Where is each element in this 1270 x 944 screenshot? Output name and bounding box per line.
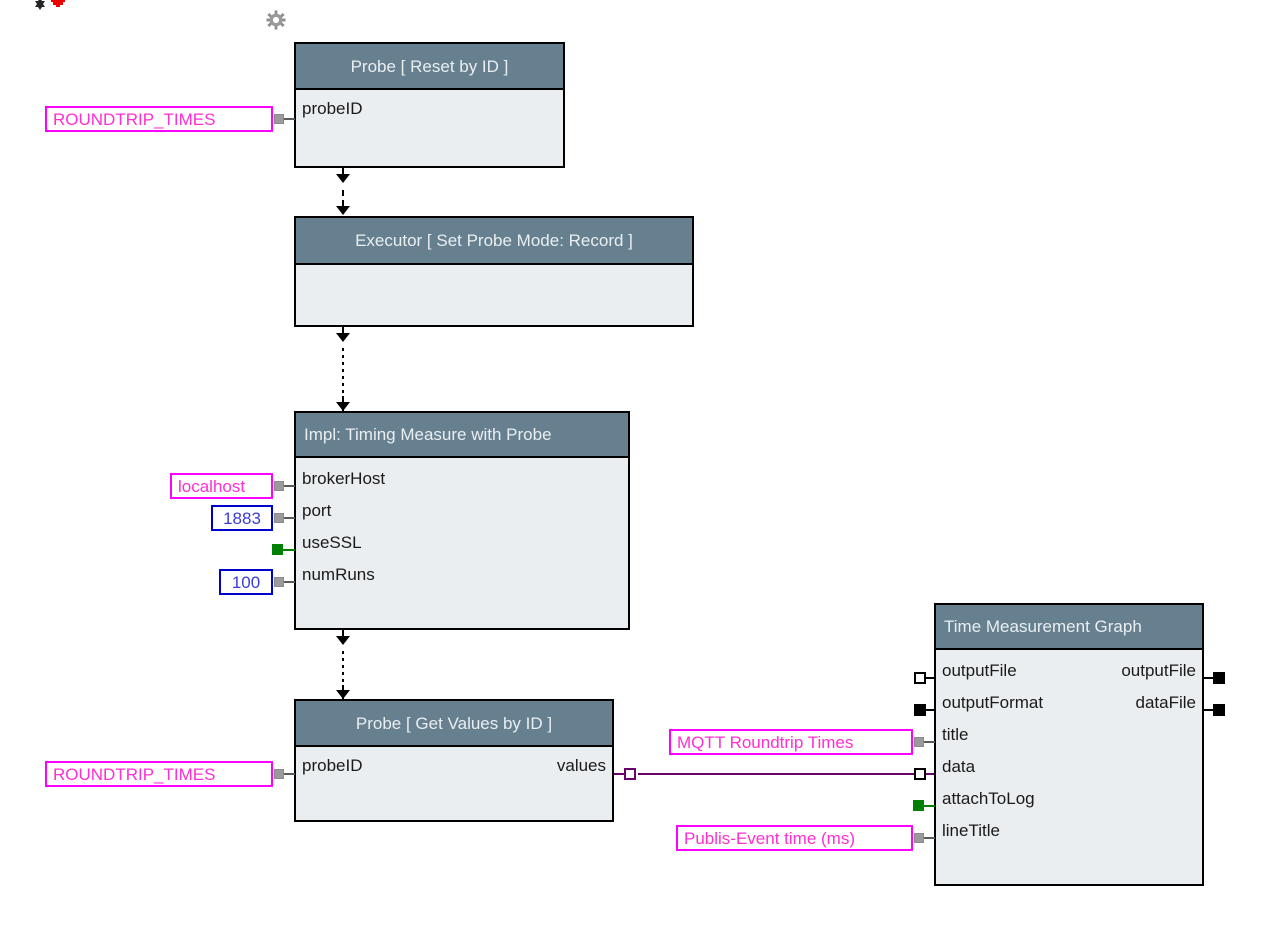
port-marker-outputFile-out[interactable] <box>1213 672 1225 684</box>
node-body-probe-get-values: probeID values <box>296 747 612 820</box>
port-stub-useSSL <box>283 549 295 551</box>
literal-probeID-reset[interactable]: ROUNDTRIP_TIMES <box>45 106 273 132</box>
port-stub-brokerHost <box>283 485 295 487</box>
port-stub-probeID-reset <box>283 118 295 120</box>
node-title-probe-get-values: Probe [ Get Values by ID ] <box>296 701 612 747</box>
node-title-probe-reset: Probe [ Reset by ID ] <box>296 44 563 90</box>
port-stub-outputFile-in <box>925 677 936 679</box>
node-time-measurement-graph[interactable]: Time Measurement Graph outputFile output… <box>934 603 1204 886</box>
port-row-data[interactable]: data <box>936 750 1202 782</box>
pin-icon[interactable] <box>33 0 47 13</box>
port-row-attachToLog[interactable]: attachToLog <box>936 782 1202 814</box>
literal-lineTitle[interactable]: Publis-Event time (ms) <box>676 825 913 851</box>
node-body-impl-timing: brokerHost port useSSL numRuns <box>296 458 628 628</box>
port-label-title: title <box>942 724 969 744</box>
literal-brokerHost[interactable]: localhost <box>170 473 273 499</box>
port-stub-dataFile-out <box>1204 709 1215 711</box>
literal-title[interactable]: MQTT Roundtrip Times <box>669 729 913 755</box>
flow-arrow-2a <box>336 333 350 342</box>
flow-arrow-3b <box>336 690 350 699</box>
port-stub-attachToLog <box>923 805 935 807</box>
flow-arrow-1b <box>336 206 350 215</box>
port-marker-data[interactable] <box>914 768 926 780</box>
port-stub-outputFormat <box>925 709 936 711</box>
port-marker-useSSL[interactable] <box>272 544 283 555</box>
node-body-executor <box>296 265 692 325</box>
literal-probeID-get[interactable]: ROUNDTRIP_TIMES <box>45 761 273 787</box>
port-row-outputFormat[interactable]: outputFormat dataFile <box>936 686 1202 718</box>
port-row-port[interactable]: port <box>296 494 628 526</box>
port-label-outputFile-in: outputFile <box>942 660 1017 680</box>
node-title-impl-timing: Impl: Timing Measure with Probe <box>296 413 628 458</box>
port-marker-probeID-get[interactable] <box>274 769 284 779</box>
port-marker-values[interactable] <box>624 768 636 780</box>
port-stub-lineTitle <box>923 837 935 839</box>
port-label-numRuns: numRuns <box>302 564 375 584</box>
flow-arrow-2b <box>336 402 350 411</box>
node-title-executor: Executor [ Set Probe Mode: Record ] <box>296 218 692 265</box>
port-row-outputFile-in[interactable]: outputFile outputFile <box>936 654 1202 686</box>
flow-link-3-dots <box>342 651 344 685</box>
port-marker-dataFile-out[interactable] <box>1213 704 1225 716</box>
port-stub-outputFile-out <box>1204 677 1215 679</box>
literal-port[interactable]: 1883 <box>211 505 273 531</box>
port-marker-brokerHost[interactable] <box>274 481 284 491</box>
data-stub-data-in <box>926 773 936 775</box>
port-label-outputFormat: outputFormat <box>942 692 1044 712</box>
port-marker-title[interactable] <box>914 737 924 747</box>
data-stub-values <box>614 773 626 775</box>
node-body-time-measurement-graph: outputFile outputFile outputFormat dataF… <box>936 650 1202 884</box>
port-marker-port[interactable] <box>274 513 284 523</box>
port-row-title[interactable]: title <box>936 718 1202 750</box>
port-stub-port <box>283 517 295 519</box>
port-row-useSSL[interactable]: useSSL <box>296 526 628 558</box>
port-label-dataFile-out: dataFile <box>1135 692 1196 712</box>
port-marker-attachToLog[interactable] <box>913 800 924 811</box>
port-label-values: values <box>556 755 606 775</box>
port-label-probeID-get: probeID <box>302 755 363 775</box>
node-impl-timing-measure[interactable]: Impl: Timing Measure with Probe brokerHo… <box>294 411 630 630</box>
literal-numRuns[interactable]: 100 <box>219 569 273 595</box>
port-row-lineTitle[interactable]: lineTitle <box>936 814 1202 846</box>
port-row-probeID-get[interactable]: probeID values <box>296 749 612 781</box>
port-stub-title <box>923 741 935 743</box>
port-label-port: port <box>302 500 332 520</box>
port-stub-numRuns <box>283 581 295 583</box>
port-label-brokerHost: brokerHost <box>302 468 386 488</box>
port-label-lineTitle: lineTitle <box>942 820 1000 840</box>
flow-link-2-dots <box>342 348 344 396</box>
stop-icon[interactable] <box>50 0 66 11</box>
node-title-time-measurement-graph: Time Measurement Graph <box>936 605 1202 650</box>
node-body-probe-reset: probeID <box>296 90 563 166</box>
port-row-probeID[interactable]: probeID <box>296 92 563 124</box>
port-marker-numRuns[interactable] <box>274 577 284 587</box>
port-label-useSSL: useSSL <box>302 532 362 552</box>
port-marker-probeID-reset[interactable] <box>274 114 284 124</box>
flow-arrow-3a <box>336 636 350 645</box>
data-link-values-to-data[interactable] <box>638 773 914 775</box>
port-label-outputFile-out: outputFile <box>1121 660 1196 680</box>
port-label-probeID: probeID <box>302 98 363 118</box>
port-row-numRuns[interactable]: numRuns <box>296 558 628 590</box>
port-marker-outputFormat[interactable] <box>914 704 926 716</box>
node-probe-reset[interactable]: Probe [ Reset by ID ] probeID <box>294 42 565 168</box>
port-marker-lineTitle[interactable] <box>914 833 924 843</box>
node-executor-set-probe-mode[interactable]: Executor [ Set Probe Mode: Record ] <box>294 216 694 327</box>
node-probe-get-values[interactable]: Probe [ Get Values by ID ] probeID value… <box>294 699 614 822</box>
port-stub-probeID-get <box>283 773 295 775</box>
port-label-data: data <box>942 756 976 776</box>
port-label-attachToLog: attachToLog <box>942 788 1035 808</box>
flow-arrow-1a <box>336 174 350 183</box>
flow-link-1-seg2 <box>342 190 344 196</box>
gear-icon[interactable] <box>266 10 286 30</box>
port-marker-outputFile-in[interactable] <box>914 672 926 684</box>
port-row-brokerHost[interactable]: brokerHost <box>296 462 628 494</box>
